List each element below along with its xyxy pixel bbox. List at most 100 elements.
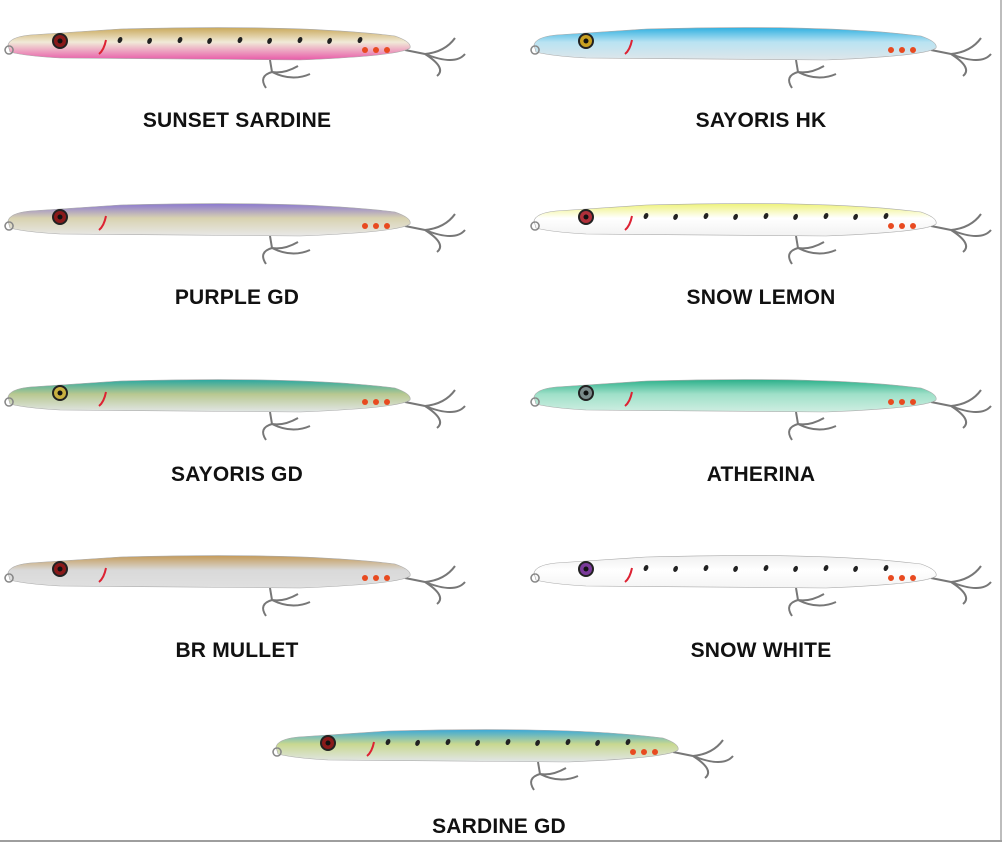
gill-mark xyxy=(98,39,107,55)
body-spot xyxy=(733,565,738,572)
treble-hook-belly xyxy=(262,587,311,617)
treble-hook-belly xyxy=(788,411,837,441)
tail-dot xyxy=(899,399,905,405)
treble-hook-belly xyxy=(788,587,837,617)
tail-dot xyxy=(362,223,368,229)
lure-label-sayoris-hk: SAYORIS HK xyxy=(695,109,827,132)
right-border xyxy=(1000,0,1002,842)
body-spot xyxy=(643,564,649,572)
body-spot xyxy=(505,738,511,746)
treble-hook-tail xyxy=(930,389,992,429)
tail-dot xyxy=(910,223,916,229)
body-spot xyxy=(733,213,738,220)
treble-hook-tail xyxy=(404,213,466,253)
body-spot xyxy=(703,212,709,220)
lure-image-atherina xyxy=(526,362,996,442)
lure-image-snow-lemon xyxy=(526,186,996,266)
tail-dot xyxy=(362,399,368,405)
treble-hook-belly xyxy=(262,411,311,441)
tail-dot xyxy=(373,47,379,53)
nose-ring xyxy=(4,221,14,231)
body-spot xyxy=(823,564,829,572)
lure-label-snow-lemon: SNOW LEMON xyxy=(686,286,836,309)
bottom-border xyxy=(0,840,1002,842)
lure-label-sunset-sardine: SUNSET SARDINE xyxy=(142,109,332,132)
lure-label-sardine-gd: SARDINE GD xyxy=(432,815,566,838)
body-spot xyxy=(207,37,212,44)
body-spot xyxy=(823,212,829,220)
tail-dot xyxy=(362,47,368,53)
gill-mark xyxy=(98,215,107,231)
tail-dot xyxy=(384,575,390,581)
body-spot xyxy=(853,213,858,220)
body-spot xyxy=(267,37,272,44)
body-spot xyxy=(883,212,889,220)
lure-label-atherina: ATHERINA xyxy=(706,463,816,486)
treble-hook-belly xyxy=(788,59,837,89)
gill-mark xyxy=(624,391,633,407)
tail-dot xyxy=(888,575,894,581)
body-spot xyxy=(673,213,678,220)
tail-dot xyxy=(384,47,390,53)
tail-dot xyxy=(888,47,894,53)
lure-body xyxy=(533,27,937,61)
lure-image-purple-gd xyxy=(0,186,470,266)
body-spot xyxy=(625,738,631,746)
body-spot xyxy=(763,564,769,572)
tail-dot xyxy=(641,749,647,755)
tail-dot xyxy=(910,575,916,581)
lure-image-sayoris-hk xyxy=(526,10,996,90)
lure-label-snow-white: SNOW WHITE xyxy=(690,639,832,662)
lure-image-snow-white xyxy=(526,538,996,618)
lure-body xyxy=(7,379,411,413)
body-spot xyxy=(793,213,798,220)
treble-hook-tail xyxy=(930,213,992,253)
nose-ring xyxy=(530,45,540,55)
tail-dot xyxy=(362,575,368,581)
tail-dot xyxy=(899,47,905,53)
tail-dot xyxy=(899,575,905,581)
lure-image-sunset-sardine xyxy=(0,10,470,90)
lure-label-purple-gd: PURPLE GD xyxy=(174,286,300,309)
body-spot xyxy=(357,36,363,44)
gill-mark xyxy=(624,39,633,55)
body-spot xyxy=(703,564,709,572)
body-spot xyxy=(147,37,152,44)
body-spot xyxy=(565,738,571,746)
lure-image-sardine-gd xyxy=(268,712,738,792)
lure-body xyxy=(7,555,411,589)
lure-image-sayoris-gd xyxy=(0,362,470,442)
body-spot xyxy=(673,565,678,572)
body-spot xyxy=(117,36,123,44)
body-spot xyxy=(595,739,600,746)
gill-mark xyxy=(98,391,107,407)
treble-hook-tail xyxy=(404,565,466,605)
lure-label-br-mullet: BR MULLET xyxy=(175,639,299,662)
treble-hook-tail xyxy=(930,37,992,77)
tail-dot xyxy=(630,749,636,755)
treble-hook-belly xyxy=(262,59,311,89)
tail-dot xyxy=(652,749,658,755)
nose-ring xyxy=(530,397,540,407)
tail-dot xyxy=(373,575,379,581)
treble-hook-belly xyxy=(530,761,579,791)
body-spot xyxy=(883,564,889,572)
gill-mark xyxy=(366,741,375,757)
treble-hook-belly xyxy=(788,235,837,265)
nose-ring xyxy=(530,573,540,583)
treble-hook-tail xyxy=(404,389,466,429)
tail-dot xyxy=(910,47,916,53)
treble-hook-tail xyxy=(404,37,466,77)
body-spot xyxy=(445,738,451,746)
treble-hook-belly xyxy=(262,235,311,265)
nose-ring xyxy=(4,45,14,55)
nose-ring xyxy=(530,221,540,231)
gill-mark xyxy=(98,567,107,583)
treble-hook-tail xyxy=(672,739,734,779)
tail-dot xyxy=(910,399,916,405)
body-spot xyxy=(643,212,649,220)
body-spot xyxy=(535,739,540,746)
lure-image-br-mullet xyxy=(0,538,470,618)
tail-dot xyxy=(384,223,390,229)
gill-mark xyxy=(624,567,633,583)
